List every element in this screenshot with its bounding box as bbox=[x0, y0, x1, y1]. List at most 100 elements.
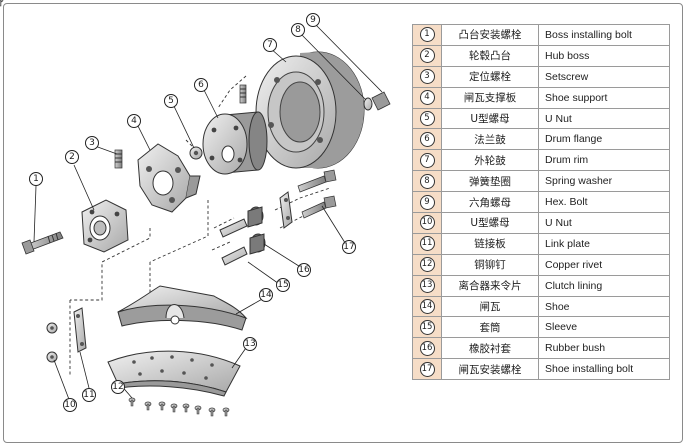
part-name-english: Clutch lining bbox=[538, 274, 670, 297]
part-number: 16 bbox=[419, 340, 435, 356]
callout-17: 17 bbox=[342, 240, 356, 254]
svg-text:3: 3 bbox=[89, 138, 95, 148]
callout-16: 16 bbox=[297, 263, 311, 277]
boss-installing-bolt-part bbox=[21, 231, 64, 255]
svg-text:7: 7 bbox=[267, 40, 273, 50]
part-number-cell: 13 bbox=[412, 274, 442, 297]
part-name-chinese: 弹簧垫圈 bbox=[441, 170, 539, 193]
svg-text:9: 9 bbox=[310, 15, 316, 25]
part-name-english: Shoe bbox=[538, 295, 670, 318]
svg-text:5: 5 bbox=[168, 96, 174, 106]
hub-boss-part bbox=[81, 199, 129, 253]
part-number-cell: 8 bbox=[412, 170, 442, 193]
part-name-english: U Nut bbox=[538, 212, 670, 234]
part-number-cell: 15 bbox=[412, 316, 442, 339]
hex-bolt-part bbox=[371, 91, 391, 111]
svg-text:13: 13 bbox=[244, 339, 255, 349]
part-name-english: Copper rivet bbox=[538, 253, 670, 276]
part-number: 14 bbox=[419, 299, 435, 315]
drum-rim-part bbox=[255, 51, 365, 169]
shoe-support-part bbox=[137, 143, 201, 213]
part-number-cell: 11 bbox=[412, 232, 442, 255]
svg-text:1: 1 bbox=[33, 174, 39, 184]
part-name-english: Drum rim bbox=[538, 149, 670, 172]
part-name-english: Sleeve bbox=[538, 316, 670, 339]
setscrew-part bbox=[114, 149, 123, 169]
part-number-cell: 1 bbox=[412, 24, 442, 46]
callout-8: 8 bbox=[291, 23, 305, 37]
part-name-chinese: 六角螺母 bbox=[441, 191, 539, 214]
part-name-chinese: 闸瓦 bbox=[441, 295, 539, 318]
part-number-cell: 16 bbox=[412, 337, 442, 360]
part-name-chinese: 轮毂凸台 bbox=[441, 44, 539, 67]
part-name-english: Setscrew bbox=[538, 65, 670, 88]
callout-15: 15 bbox=[276, 278, 290, 292]
callout-12: 12 bbox=[111, 380, 125, 394]
svg-text:8: 8 bbox=[295, 25, 301, 35]
link-plate-upper bbox=[279, 191, 293, 229]
callout-14: 14 bbox=[259, 288, 273, 302]
callout-2: 2 bbox=[65, 150, 79, 164]
part-number: 8 bbox=[419, 173, 435, 189]
svg-text:4: 4 bbox=[131, 116, 137, 126]
shoe-part bbox=[117, 285, 248, 331]
part-number: 4 bbox=[419, 90, 435, 106]
part-name-chinese: U型螺母 bbox=[441, 212, 539, 234]
part-number-cell: 10 bbox=[412, 212, 442, 234]
svg-text:12: 12 bbox=[112, 382, 123, 392]
part-number: 13 bbox=[419, 278, 435, 294]
svg-text:15: 15 bbox=[277, 280, 288, 290]
part-name-english: Shoe installing bolt bbox=[538, 358, 670, 381]
part-number: 12 bbox=[419, 257, 435, 273]
part-number: 17 bbox=[419, 361, 435, 377]
svg-text:6: 6 bbox=[198, 80, 204, 90]
shoe-installing-bolts bbox=[297, 169, 337, 219]
part-name-english: Hub boss bbox=[538, 44, 670, 67]
svg-text:10: 10 bbox=[64, 400, 76, 410]
part-number-cell: 2 bbox=[412, 44, 442, 67]
part-name-chinese: 套筒 bbox=[441, 316, 539, 339]
part-number-cell: 6 bbox=[412, 128, 442, 151]
part-number-cell: 9 bbox=[412, 191, 442, 214]
part-name-english: Drum flange bbox=[538, 128, 670, 151]
part-name-chinese: U型螺母 bbox=[441, 107, 539, 130]
part-name-chinese: 外轮鼓 bbox=[441, 149, 539, 172]
part-name-chinese: 凸台安装螺栓 bbox=[441, 24, 539, 46]
link-plate-lower bbox=[73, 307, 87, 353]
callout-4: 4 bbox=[127, 114, 141, 128]
callout-7: 7 bbox=[263, 38, 277, 52]
part-name-chinese: 离合器来令片 bbox=[441, 274, 539, 297]
part-name-chinese: 链接板 bbox=[441, 232, 539, 255]
part-name-chinese: 铜铆钉 bbox=[441, 253, 539, 276]
u-nut-upper bbox=[189, 146, 203, 160]
part-name-english: U Nut bbox=[538, 107, 670, 130]
part-number-cell: 7 bbox=[412, 149, 442, 172]
svg-text:16: 16 bbox=[298, 265, 310, 275]
part-number: 10 bbox=[419, 215, 435, 231]
callout-3: 3 bbox=[85, 136, 99, 150]
u-nuts-lower bbox=[46, 322, 58, 363]
part-number-cell: 4 bbox=[412, 86, 442, 109]
part-number: 15 bbox=[419, 319, 435, 335]
flange-studs bbox=[239, 84, 247, 104]
callout-10: 10 bbox=[63, 398, 77, 412]
part-number: 9 bbox=[419, 194, 435, 210]
part-number-cell: 3 bbox=[412, 65, 442, 88]
part-number: 1 bbox=[419, 27, 435, 43]
